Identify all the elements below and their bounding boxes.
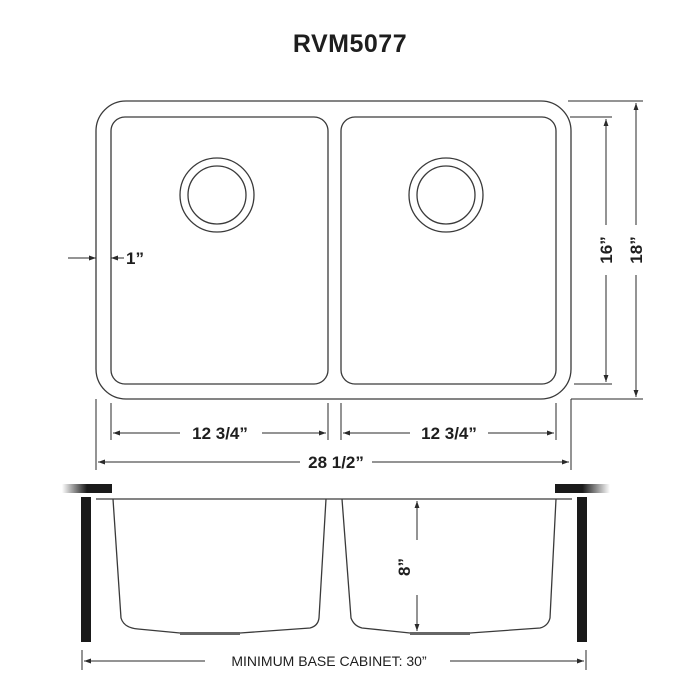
left-countertop: [62, 484, 112, 493]
bowl-height-label: 8”: [395, 558, 414, 576]
model-title: RVM5077: [292, 30, 408, 58]
rim-width-label: 1”: [126, 249, 144, 268]
left-cabinet-wall: [81, 497, 91, 642]
right-drain-outer-icon: [408, 157, 484, 233]
left-bowl-width-label: 12 3/4”: [192, 424, 248, 443]
right-drain-inner-icon: [416, 165, 476, 225]
overall-width-label: 28 1/2”: [308, 453, 364, 472]
sink-outer-rim: [95, 100, 572, 400]
top-view: [95, 100, 572, 400]
right-countertop: [555, 484, 610, 493]
cabinet-size-label: MINIMUM BASE CABINET: 30”: [231, 653, 427, 669]
right-cabinet-wall: [577, 497, 587, 642]
overall-depth-label: 18”: [627, 236, 646, 263]
right-bowl-profile: [341, 498, 557, 634]
left-drain-outer-icon: [179, 157, 255, 233]
side-view: [62, 484, 610, 642]
left-drain-inner-icon: [187, 165, 247, 225]
left-bowl-profile: [112, 498, 327, 634]
left-bowl: [110, 116, 329, 385]
right-bowl: [340, 116, 557, 385]
bowl-depth-label: 16”: [597, 236, 616, 263]
right-bowl-width-label: 12 3/4”: [421, 424, 477, 443]
